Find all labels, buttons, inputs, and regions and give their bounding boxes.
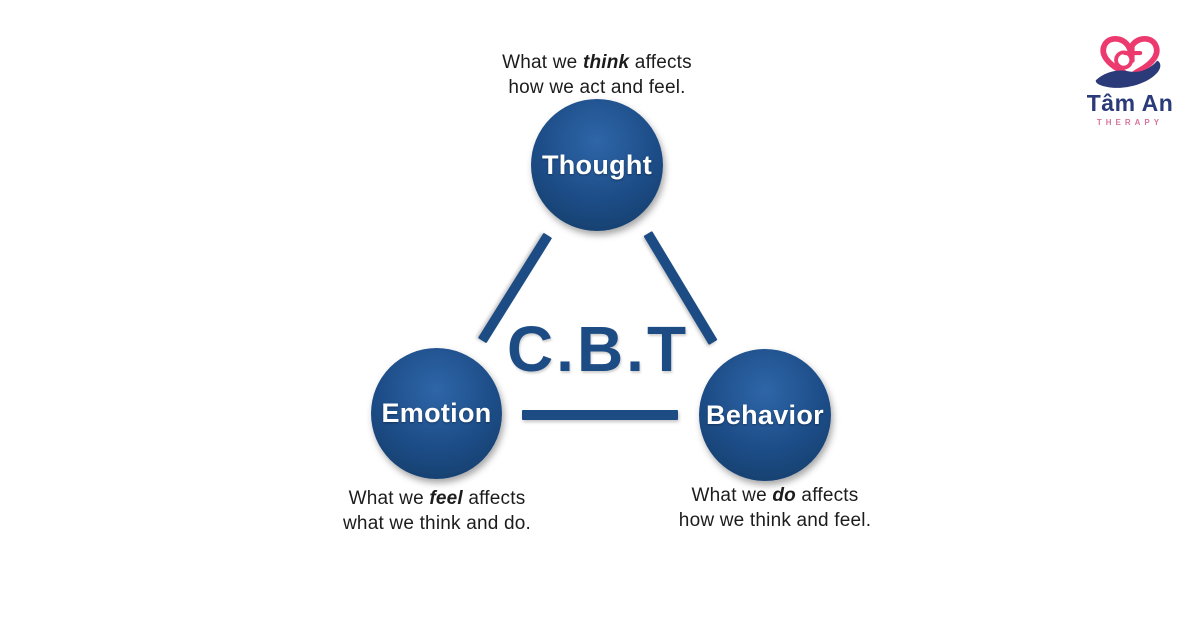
heart-in-hand-icon	[1095, 36, 1161, 88]
behavior-caption: What we do affects how we think and feel…	[650, 483, 900, 533]
thought-caption-post: affects	[629, 52, 692, 73]
behavior-caption-post: affects	[795, 485, 859, 506]
behavior-node: Behavior	[699, 349, 831, 481]
thought-caption-line1: What we think affects	[447, 50, 747, 75]
diagram-title: C.B.T	[506, 313, 690, 385]
emotion-caption-line2: what we think and do.	[343, 513, 531, 535]
thought-caption: What we think affects how we act and fee…	[447, 50, 747, 100]
emotion-caption-line1: What we feel affects	[312, 486, 562, 511]
logo-subtitle-text: THERAPY	[1096, 118, 1164, 127]
behavior-caption-emphasis: do	[772, 485, 796, 506]
emotion-node-label: Emotion	[381, 398, 492, 428]
emotion-caption-pre: What we	[348, 488, 430, 509]
tam-an-logo: Tâm An THERAPY	[1075, 28, 1185, 127]
thought-caption-emphasis: think	[582, 52, 630, 73]
thought-node: Thought	[531, 99, 663, 231]
thought-node-label: Thought	[541, 149, 653, 180]
emotion-caption-emphasis: feel	[429, 488, 463, 509]
thought-caption-line2: how we act and feel.	[508, 77, 686, 99]
emotion-caption: What we feel affects what we think and d…	[312, 486, 562, 536]
emotion-behavior-connector	[522, 410, 678, 420]
behavior-caption-line2: how we think and feel.	[678, 510, 872, 532]
behavior-caption-line1: What we do affects	[650, 483, 900, 508]
emotion-node: Emotion	[371, 348, 502, 479]
emotion-caption-post: affects	[462, 488, 526, 509]
behavior-node-label: Behavior	[706, 399, 824, 430]
logo-brand-text: Tâm An	[1086, 90, 1174, 116]
behavior-caption-pre: What we	[691, 485, 773, 506]
thought-caption-pre: What we	[502, 52, 583, 73]
